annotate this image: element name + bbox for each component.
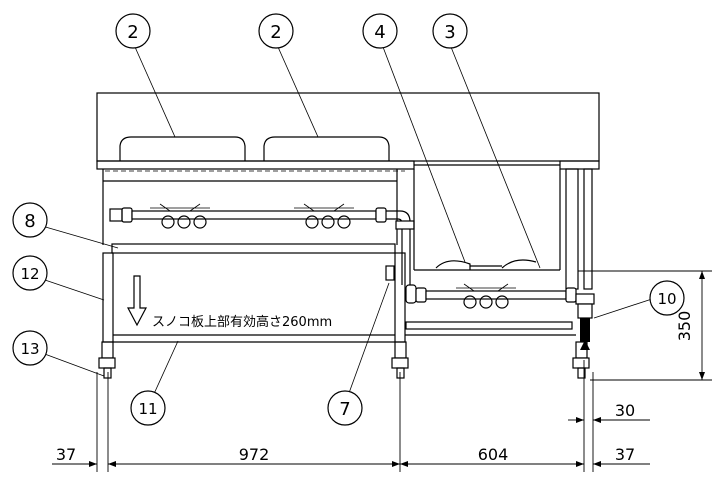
down-arrow-icon: [127, 275, 147, 327]
dim-350: 350: [675, 311, 694, 342]
callout-7: 7: [327, 390, 363, 426]
riser-coupling: [395, 220, 415, 230]
pipe-cap-right: [375, 207, 387, 223]
callout-10: 10: [649, 280, 685, 316]
pipe-end-left: [109, 208, 123, 222]
callout-13: 13: [12, 330, 48, 366]
left-post: [102, 252, 114, 343]
callout-11: 11: [130, 390, 166, 426]
counter-top-right: [559, 160, 600, 170]
burner-right: [294, 203, 354, 229]
dim-37-left: 37: [56, 445, 76, 464]
callout-3-label: 3: [444, 22, 455, 43]
valve-7: [385, 265, 395, 281]
callout-4-label: 4: [374, 22, 385, 43]
grate-4: [435, 259, 537, 270]
callout-10-label: 10: [657, 290, 676, 308]
low-pipe: [425, 290, 567, 300]
pan-right: [263, 136, 390, 161]
mid-post: [394, 252, 406, 343]
dim-30: 30: [615, 401, 635, 420]
burner-low: [456, 283, 516, 309]
right-post-inner: [565, 168, 579, 290]
shelf-height-note: スノコ板上部有効高さ260mm: [152, 314, 332, 330]
low-cap-right: [565, 287, 577, 303]
shelf-top-rail: [111, 243, 396, 254]
dim-37-right: 37: [615, 445, 635, 464]
dimension-lines: [52, 270, 712, 472]
leader-lines: [41, 46, 656, 397]
callout-12: 12: [12, 255, 48, 291]
callout-2b: 2: [258, 13, 294, 49]
callout-12-label: 12: [20, 265, 39, 283]
counter-top: [96, 160, 415, 170]
dim-972: 972: [239, 445, 270, 464]
backsplash: [96, 92, 600, 162]
callout-8-label: 8: [24, 211, 35, 232]
callout-8: 8: [12, 202, 48, 238]
pipe-cap-left: [121, 207, 133, 223]
callout-3: 3: [432, 13, 468, 49]
callout-2a: 2: [115, 13, 151, 49]
pan-left: [119, 136, 246, 161]
right-lower-rail: [405, 321, 573, 330]
low-cap-left: [415, 287, 427, 303]
callout-2b-label: 2: [270, 22, 281, 43]
gas-inlet-10: [575, 293, 595, 350]
leg-mid: [391, 341, 409, 379]
burner-left: [150, 203, 210, 229]
leg-left: [98, 341, 116, 379]
callout-11-label: 11: [138, 400, 157, 418]
dim-604: 604: [478, 445, 509, 464]
callout-2a-label: 2: [127, 22, 138, 43]
callout-4: 4: [362, 13, 398, 49]
right-post-outer: [583, 168, 593, 290]
callout-13-label: 13: [20, 340, 39, 358]
callout-7-label: 7: [339, 399, 350, 420]
low-elbow: [405, 284, 417, 304]
